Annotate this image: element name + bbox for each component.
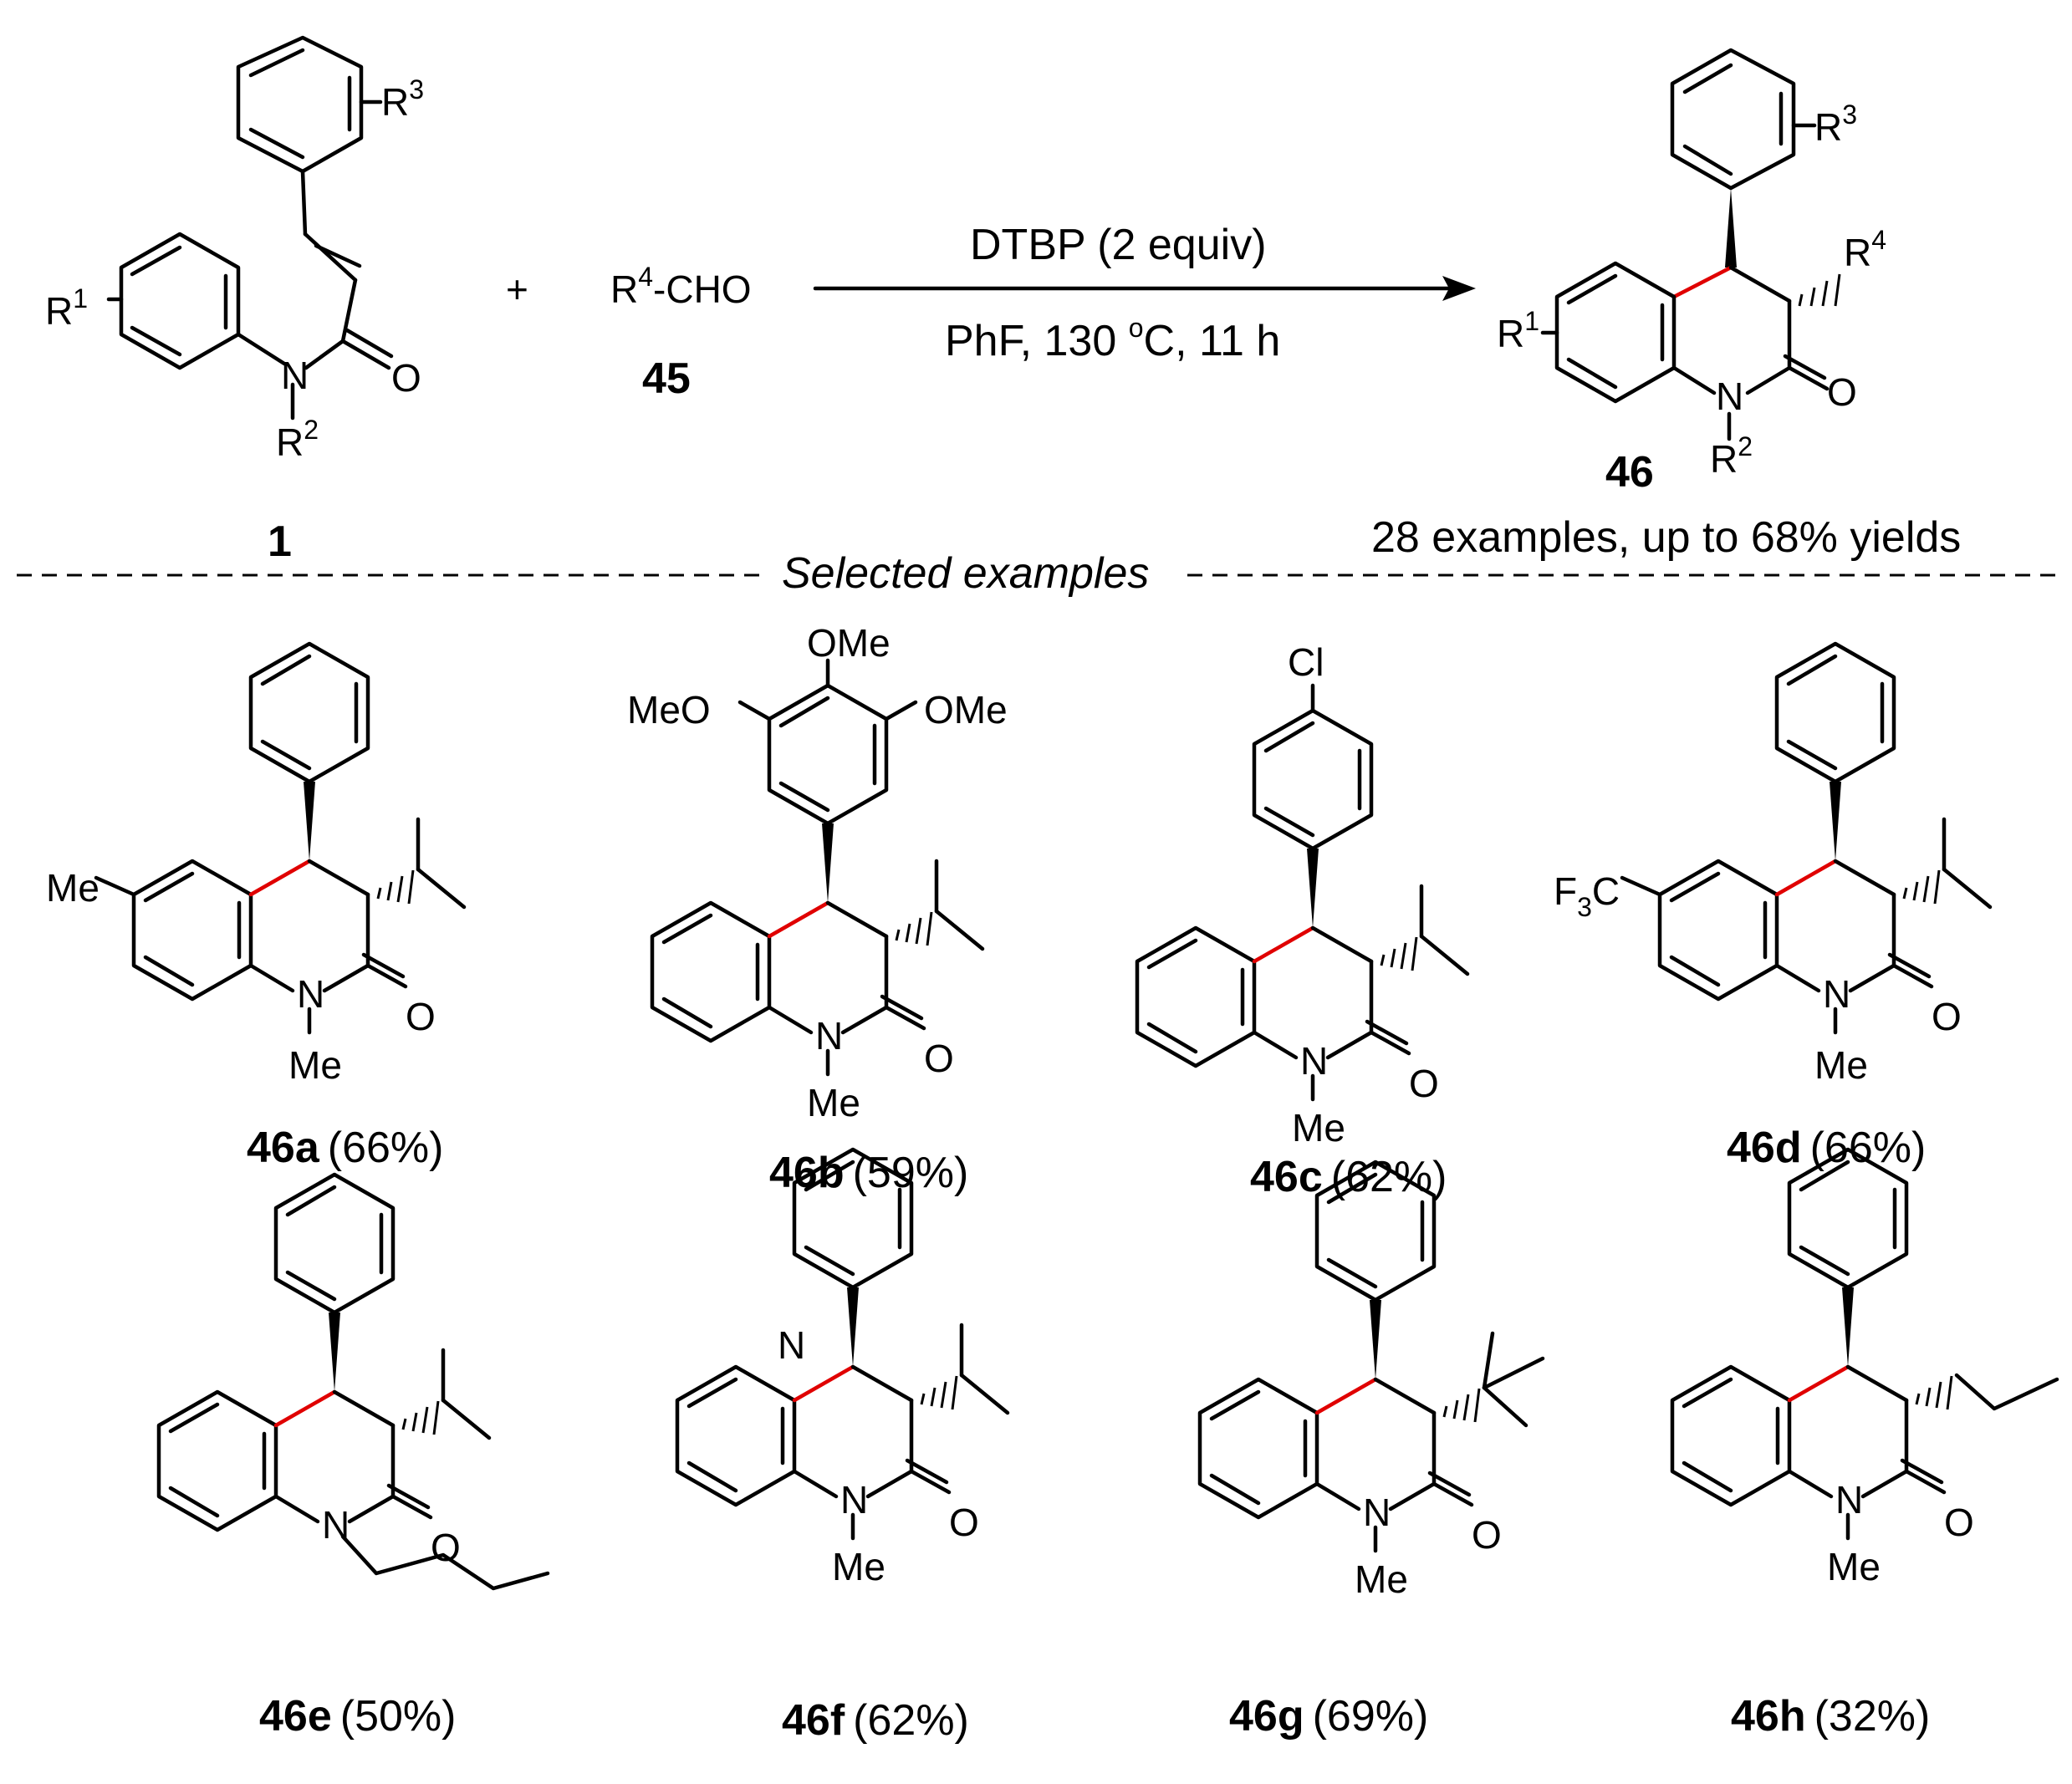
46e-o-label: O — [431, 1526, 461, 1569]
scope-summary: 28 examples, up to 68% yields — [1371, 513, 1961, 562]
46d-o-label: O — [1932, 995, 1962, 1038]
example-46f-structure — [677, 1149, 1008, 1541]
46b-caption: 46b(59%) — [769, 1149, 968, 1197]
reactant-1-structure — [106, 35, 394, 421]
46e-n-label: N — [322, 1503, 350, 1547]
46b-n-label: N — [815, 1014, 843, 1058]
46b-ome-left: MeO — [627, 688, 711, 731]
plus-sign: + — [506, 268, 528, 311]
46f-pyridine-n: N — [778, 1323, 805, 1367]
conditions-reagent: DTBP (2 equiv) — [970, 221, 1267, 269]
divider-label: Selected examples — [782, 549, 1149, 598]
46c-cl-label: Cl — [1288, 640, 1324, 684]
46a-o-label: O — [406, 995, 436, 1038]
46f-n-label: N — [840, 1478, 868, 1521]
reactant2-id: 45 — [642, 354, 691, 403]
example-46e-structure — [159, 1175, 550, 1591]
46f-n-methyl: Me — [832, 1545, 885, 1588]
product-o-label: O — [1827, 370, 1857, 414]
46b-ome-right: OMe — [924, 688, 1008, 731]
conditions-solvent-temp: PhF, 130 oC, 11 h — [945, 313, 1280, 365]
reactant2-formula: R4-CHO — [610, 262, 752, 311]
46c-o-label: O — [1409, 1062, 1439, 1105]
reactant1-r3-label: R3 — [381, 74, 424, 124]
46c-n-methyl: Me — [1292, 1106, 1345, 1149]
46e-caption: 46e(50%) — [259, 1692, 456, 1741]
46f-caption: 46f(62%) — [782, 1696, 969, 1745]
46a-caption: 46a(66%) — [247, 1124, 443, 1172]
product-46-structure — [1540, 48, 1841, 441]
example-46a-structure — [94, 644, 464, 1035]
46h-o-label: O — [1944, 1501, 1974, 1544]
product-r3-label: R3 — [1814, 99, 1857, 149]
example-46d-structure — [1620, 644, 1990, 1035]
product-n-label: N — [1716, 375, 1743, 418]
46d-n-label: N — [1823, 972, 1850, 1016]
example-46b-structure — [652, 658, 982, 1077]
46h-n-methyl: Me — [1827, 1545, 1881, 1588]
product-r1-label: R1 — [1497, 306, 1539, 355]
46a-me-substituent: Me — [46, 866, 100, 910]
46h-caption: 46h(32%) — [1731, 1692, 1930, 1741]
product-r2-label: R2 — [1710, 431, 1753, 481]
example-46h-structure — [1672, 1149, 2059, 1541]
reaction-arrow — [813, 276, 1476, 301]
product-r4-label: R4 — [1844, 225, 1886, 274]
product-id: 46 — [1605, 448, 1654, 497]
example-46g-structure — [1200, 1162, 1545, 1553]
reactant1-id: 1 — [268, 517, 292, 566]
46a-n-label: N — [297, 972, 324, 1016]
46h-n-label: N — [1835, 1478, 1863, 1521]
reactant1-r1-label: R1 — [45, 283, 88, 333]
46d-cf3-substituent: F3C — [1554, 869, 1620, 922]
46g-n-methyl: Me — [1355, 1557, 1408, 1601]
46d-caption: 46d(66%) — [1727, 1124, 1926, 1172]
46g-n-label: N — [1363, 1491, 1391, 1534]
reactant1-n-label: N — [281, 354, 309, 397]
46b-o-label: O — [924, 1037, 954, 1080]
46b-n-methyl: Me — [807, 1081, 860, 1124]
46d-n-methyl: Me — [1814, 1043, 1868, 1087]
46g-caption: 46g(69%) — [1229, 1692, 1428, 1741]
46f-o-label: O — [949, 1501, 979, 1544]
46g-o-label: O — [1472, 1513, 1502, 1557]
46b-ome-top: OMe — [807, 621, 891, 665]
reactant1-o-label: O — [391, 356, 421, 400]
46a-n-methyl: Me — [288, 1043, 342, 1087]
46c-n-label: N — [1300, 1039, 1328, 1083]
reactant1-r2-label: R2 — [276, 415, 319, 464]
example-46c-structure — [1137, 683, 1467, 1102]
